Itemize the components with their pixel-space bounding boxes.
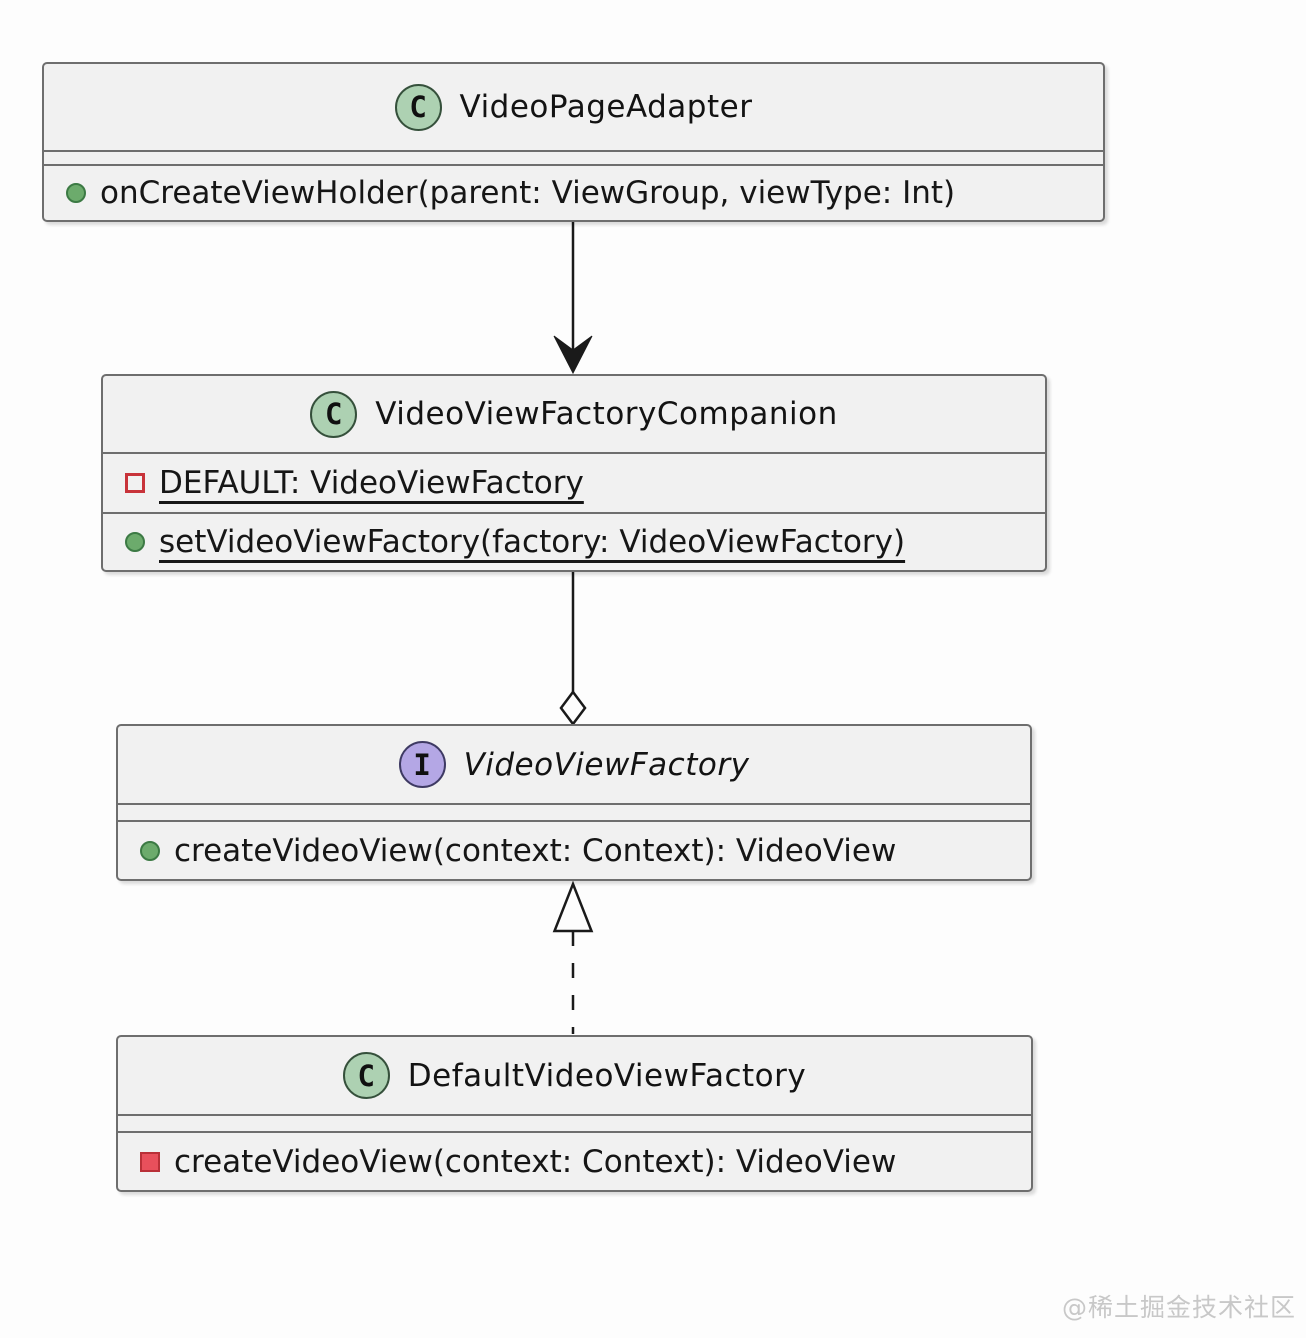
relation-aggregation [559, 572, 587, 727]
public-method-icon [140, 840, 160, 861]
class-header: C VideoViewFactoryCompanion [103, 376, 1045, 454]
class-box-defaultvideoviewfactory: C DefaultVideoViewFactory createVideoVie… [116, 1035, 1033, 1192]
method-signature: createVideoView(context: Context): Video… [174, 1143, 897, 1180]
class-name: VideoPageAdapter [459, 89, 753, 125]
interface-name: VideoViewFactory [463, 746, 750, 783]
private-method-icon [140, 1151, 160, 1172]
class-header: C VideoPageAdapter [44, 64, 1103, 152]
class-name: VideoViewFactoryCompanion [375, 396, 838, 432]
relation-directed-association [553, 222, 593, 375]
fields-compartment-empty [44, 152, 1103, 166]
hollow-triangle-icon [552, 880, 594, 933]
class-badge-icon: C [342, 1052, 390, 1099]
private-field-icon [125, 473, 145, 493]
fields-compartment-empty [118, 805, 1030, 822]
public-method-icon [125, 532, 145, 552]
public-method-icon [66, 183, 86, 203]
interface-header: I VideoViewFactory [118, 726, 1030, 805]
field-signature: DEFAULT: VideoViewFactory [159, 465, 584, 501]
class-box-videopageadapter: C VideoPageAdapter onCreateViewHolder(pa… [42, 62, 1105, 222]
method-signature: createVideoView(context: Context): Video… [174, 832, 897, 869]
method-signature: setVideoViewFactory(factory: VideoViewFa… [159, 524, 906, 560]
method-row: createVideoView(context: Context): Video… [118, 1133, 1031, 1190]
class-badge-icon: C [310, 390, 358, 438]
class-name: DefaultVideoViewFactory [407, 1057, 807, 1094]
interface-box-videoviewfactory: I VideoViewFactory createVideoView(conte… [116, 724, 1032, 881]
method-row: createVideoView(context: Context): Video… [118, 822, 1030, 879]
fields-compartment-empty [118, 1116, 1031, 1133]
method-row: setVideoViewFactory(factory: VideoViewFa… [103, 514, 1045, 570]
class-header: C DefaultVideoViewFactory [118, 1037, 1031, 1116]
hollow-diamond-icon [559, 689, 587, 727]
relation-realization [552, 880, 594, 1034]
method-signature: onCreateViewHolder(parent: ViewGroup, vi… [100, 175, 956, 211]
class-badge-icon: C [394, 83, 442, 131]
vee-arrowhead-icon [553, 335, 593, 375]
watermark: @稀土掘金技术社区 [1061, 1293, 1296, 1322]
class-box-videoviewfactorycompanion: C VideoViewFactoryCompanion DEFAULT: Vid… [101, 374, 1047, 572]
field-row: DEFAULT: VideoViewFactory [103, 454, 1045, 514]
interface-badge-icon: I [398, 741, 446, 788]
method-row: onCreateViewHolder(parent: ViewGroup, vi… [44, 166, 1103, 220]
